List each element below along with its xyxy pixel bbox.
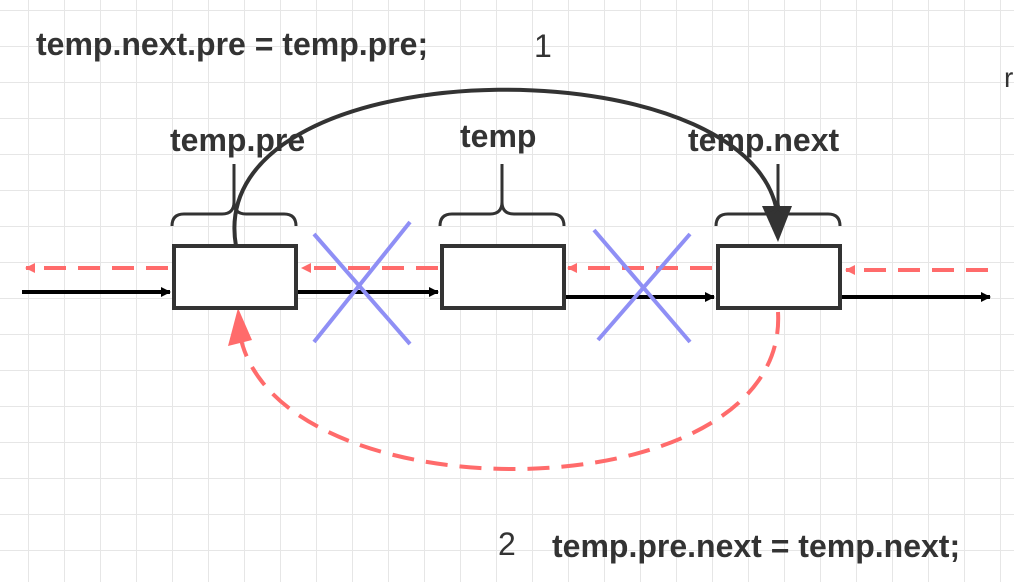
new-pre-link-curve — [236, 311, 781, 471]
label-temp-pre: temp.pre — [170, 122, 306, 158]
node-temp-next — [716, 244, 842, 310]
new-next-link-curve — [232, 87, 781, 247]
step2-statement: temp.pre.next = temp.next; — [552, 528, 961, 564]
label-temp-next: temp.next — [688, 122, 840, 158]
brace-temp — [438, 164, 566, 227]
new-pre-link-arrowhead — [228, 308, 252, 346]
new-next-link-arrowhead — [762, 206, 792, 242]
node-temp-pre — [172, 244, 298, 310]
step1-statement: temp.next.pre = temp.pre; — [36, 26, 429, 62]
cross-mark-right — [592, 228, 692, 344]
label-temp: temp — [460, 118, 537, 154]
step2-number: 2 — [498, 526, 516, 562]
edge-fragment-text: r — [1004, 62, 1014, 93]
brace-temp-pre — [170, 164, 298, 227]
node-temp — [440, 244, 566, 310]
cross-mark-left — [312, 220, 412, 346]
brace-temp-next — [714, 164, 842, 227]
step1-number: 1 — [534, 28, 552, 64]
